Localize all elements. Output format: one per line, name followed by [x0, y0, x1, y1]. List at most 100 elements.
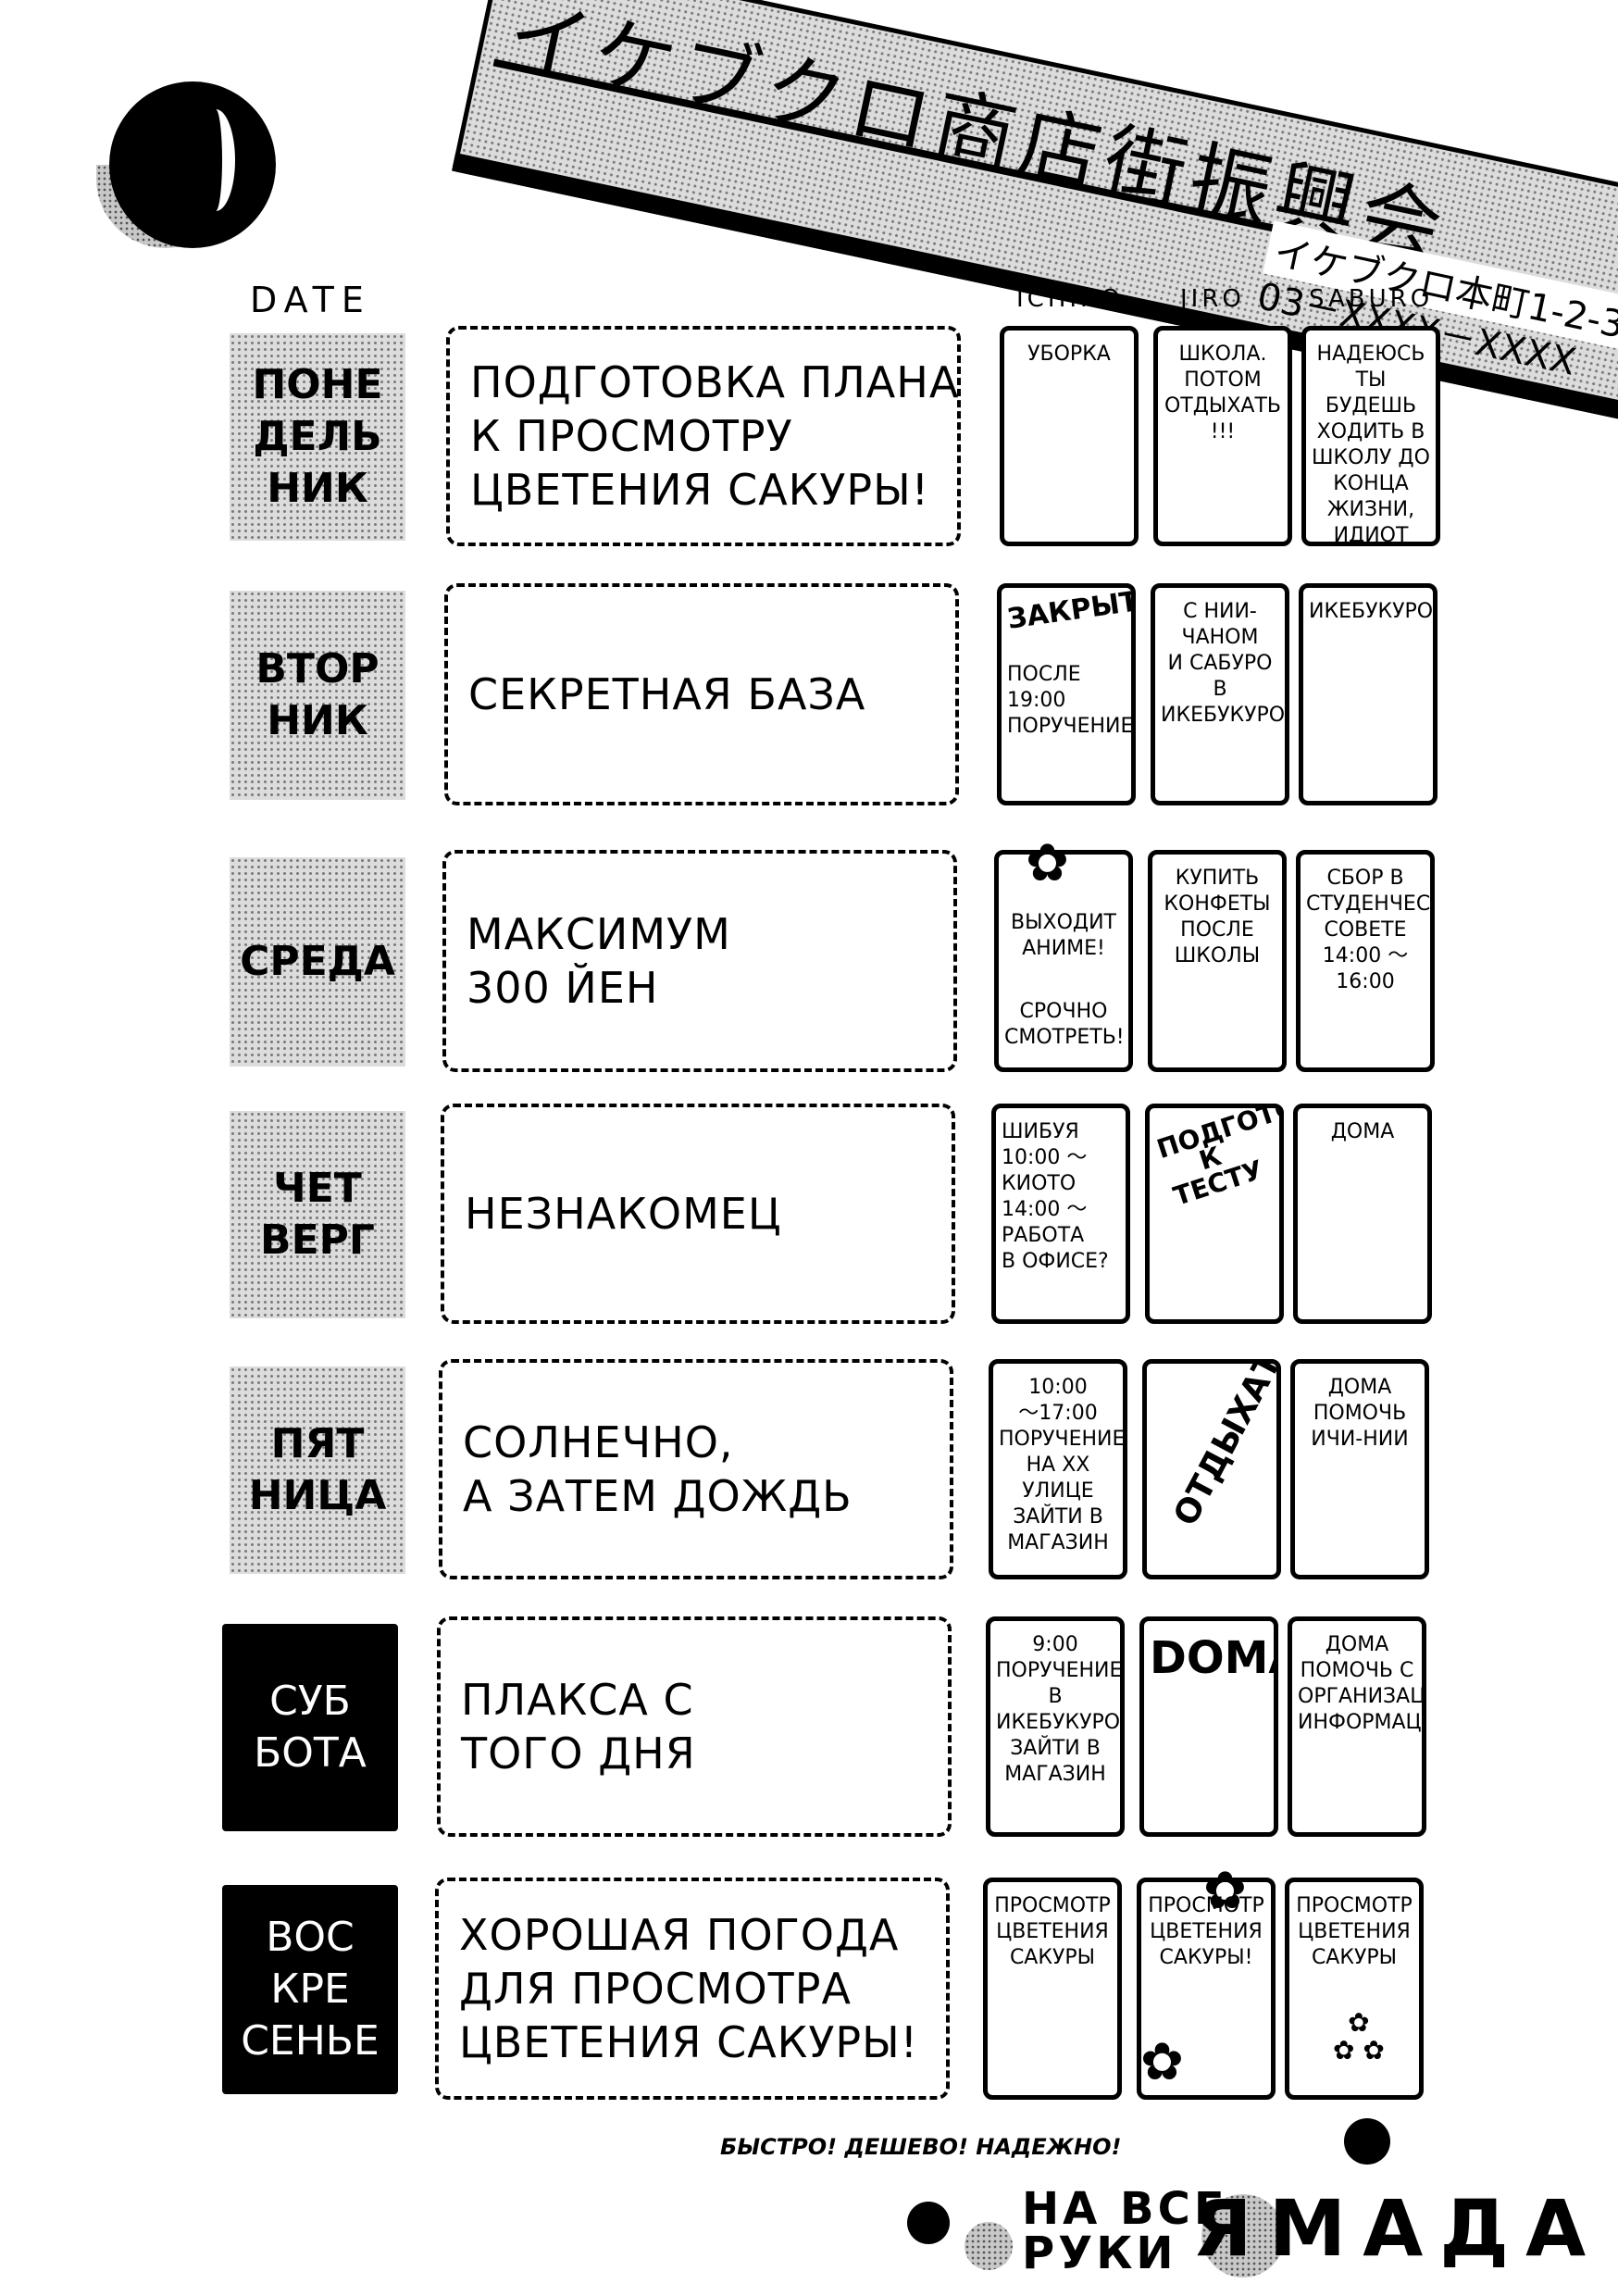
ball-shine	[196, 109, 235, 211]
brand-line-1: НА ВСЕ	[1022, 2183, 1228, 2235]
day-label-line: НИК	[267, 465, 368, 512]
cell-text-line: ～17:00	[1018, 1402, 1098, 1425]
cell-text-line: В ИКЕБУКУРО	[996, 1685, 1121, 1734]
cell-text-line: ДОМА	[1325, 1633, 1389, 1656]
brand-tagline: НА ВСЕ РУКИ	[1022, 2187, 1228, 2276]
plan-text-line: СОЛНЕЧНО,	[463, 1417, 734, 1467]
brand-name: ЯМАДА	[1192, 2183, 1603, 2274]
cell-text-line: ЗАЙТИ В	[1010, 1737, 1101, 1760]
day-label-line: ДЕЛЬ	[253, 413, 382, 460]
jiro-cell: ОТДЫХАТЬ!!!	[1142, 1359, 1281, 1579]
cell-text-line: ИНФОРМАЦИИ	[1298, 1711, 1422, 1734]
cell-text-line: ШКОЛА.	[1178, 343, 1267, 366]
dot-decoration	[1344, 2118, 1390, 2165]
plan-text-line: ХОРОШАЯ ПОГОДА	[459, 1910, 900, 1960]
day-label: СРЕДА	[230, 857, 405, 1067]
day-label-line: СУБ	[269, 1678, 351, 1725]
plan-text-line: ПЛАКСА С	[461, 1675, 694, 1725]
saburo-column-header: SABURO	[1309, 285, 1434, 313]
cell-text-line: РАБОТА	[1002, 1224, 1085, 1247]
cell-text-line: УБОРКА	[1027, 343, 1111, 366]
cell-text-line: ШКОЛЫ	[1174, 944, 1261, 967]
cell-text-line: DOMA	[1150, 1632, 1274, 1684]
day-label-line: ВОС	[266, 1914, 355, 1961]
jiro-cell: DOMA	[1139, 1616, 1278, 1837]
plan-text-line: МАКСИМУМ	[467, 909, 731, 959]
day-label-line: ПОНЕ	[252, 361, 383, 408]
cell-text-line: ПОТОМ	[1184, 368, 1262, 392]
cell-text-line: КУПИТЬ	[1175, 867, 1260, 890]
cell-text-line: ПОРУЧЕНИЕ	[1007, 715, 1134, 738]
plan-text-line: ТОГО ДНЯ	[461, 1728, 696, 1778]
cell-text-line: КОНЦА ЖИЗНИ,	[1326, 472, 1415, 521]
cell-text-line: ПРОСМОТР	[1296, 1894, 1413, 1917]
cell-text-line: ПОРУЧЕНИЕ	[999, 1428, 1126, 1451]
plan-text-line: 300 ЙЕН	[467, 963, 659, 1013]
cell-text-line: ШКОЛУ ДО	[1312, 446, 1430, 469]
day-label-line: НИЦА	[248, 1472, 387, 1519]
cell-text-line: СТУДЕНЧЕСКОМ	[1306, 892, 1431, 916]
plan-text-line: ДЛЯ ПРОСМОТРА	[459, 1964, 852, 2014]
cell-text-line: ОТДЫХАТЬ!!!	[1166, 1359, 1281, 1532]
date-column-header: DATE	[250, 280, 371, 320]
cell-text-line: ЦВЕТЕНИЯ	[1150, 1920, 1263, 1943]
cell-text-line: СОВЕТЕ	[1324, 918, 1407, 942]
flower-icon: ✿	[1140, 2032, 1184, 2092]
day-label-line: ВТОР	[255, 645, 380, 693]
cell-text-line: И САБУРО	[1167, 652, 1273, 675]
day-label-line: ЧЕТ	[273, 1165, 362, 1212]
cell-text-line: ХОДИТЬ В	[1316, 420, 1425, 443]
cell-text-line: ПОМОЧЬ С	[1300, 1659, 1414, 1682]
cell-text-line: САКУРЫ	[1311, 1946, 1398, 1969]
cell-text-line: МАГАЗИН	[1007, 1531, 1109, 1554]
day-label: ПОНЕ ДЕЛЬ НИК	[230, 333, 405, 541]
plan-text-line: ПОДГОТОВКА ПЛАНА	[470, 357, 960, 407]
dot-decoration	[965, 2222, 1013, 2270]
cell-text-line: СМОТРЕТЬ!	[1004, 1026, 1125, 1049]
dot-decoration	[907, 2202, 950, 2244]
day-label-line: КРЕ	[270, 1965, 350, 2013]
flower-icon: ✿	[1203, 1861, 1247, 1921]
cell-text-line: В ИКЕБУКУРО	[1161, 678, 1286, 727]
cell-text-line: ВЫХОДИТ	[1011, 911, 1116, 934]
day-label-line: ВЕРГ	[260, 1217, 375, 1264]
day-label-line: СЕНЬЕ	[241, 2017, 380, 2065]
cell-text-line: СРОЧНО	[1019, 1000, 1108, 1023]
spacer	[1004, 962, 1123, 999]
cell-text-line: САКУРЫ	[1009, 1946, 1096, 1969]
cell-text-line: 9:00	[1032, 1633, 1078, 1656]
cell-text-line: 10:00	[1028, 1376, 1088, 1399]
saburo-cell: СБОР ВСТУДЕНЧЕСКОМСОВЕТЕ14:00 ～ 16:00	[1296, 850, 1435, 1072]
ichiro-cell: УБОРКА	[1000, 326, 1139, 546]
dot-decoration	[1201, 2194, 1285, 2277]
plan-box: НЕЗНАКОМЕЦ	[441, 1104, 955, 1324]
cell-text-line: ОТДЫХАТЬ	[1164, 394, 1281, 418]
cell-text-line: ПРОСМОТР	[994, 1894, 1111, 1917]
cell-text-line: С НИИ-ЧАНОМ	[1181, 600, 1259, 649]
cell-text-line: ПОСЛЕ	[1007, 663, 1081, 686]
cell-text-line: ЗАЙТИ В	[1013, 1505, 1103, 1529]
cell-text-line: 19:00	[1007, 689, 1066, 712]
cell-text-line: ИЧИ-НИИ	[1311, 1428, 1409, 1451]
day-label-line: СРЕДА	[240, 938, 395, 985]
